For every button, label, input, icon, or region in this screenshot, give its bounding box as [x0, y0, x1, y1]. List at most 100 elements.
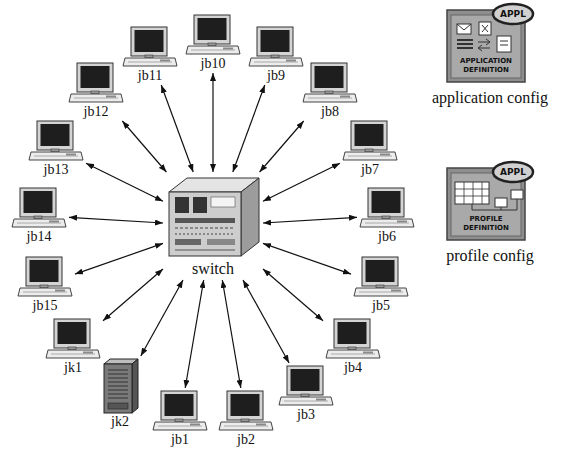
computer-node: jb8 — [302, 62, 358, 119]
computer-node: jb7 — [342, 120, 398, 177]
icon-wrap — [92, 358, 148, 414]
node-label: jb14 — [11, 229, 67, 244]
computer-icon — [122, 26, 178, 68]
icon-wrap — [342, 120, 398, 162]
config-node: APPL PROFILE DEFINITION profile config — [415, 160, 565, 265]
icon-wrap — [302, 62, 358, 104]
node-label: jb8 — [302, 104, 358, 119]
icon-wrap — [353, 256, 409, 298]
icon-wrap — [248, 26, 304, 68]
link-arrow — [263, 243, 351, 274]
computer-node: jb12 — [68, 62, 124, 119]
computer-node: jb5 — [353, 256, 409, 313]
node-label: jb3 — [278, 407, 334, 422]
icon-wrap — [218, 390, 274, 432]
computer-icon — [359, 187, 415, 229]
node-label: jk1 — [45, 360, 101, 375]
computer-icon — [302, 62, 358, 104]
node-label: jb2 — [218, 432, 274, 447]
computer-node: jb11 — [122, 26, 178, 83]
icon-caption: APPLICATION DEFINITION — [453, 57, 519, 75]
config-node: APPLAPPLICATION DEFINITIONapplication co… — [415, 2, 565, 107]
computer-node: jk1 — [45, 318, 101, 375]
icon-wrap — [45, 318, 101, 360]
node-label: jb1 — [152, 432, 208, 447]
node-label: jb5 — [353, 298, 409, 313]
computer-icon — [28, 120, 84, 162]
computer-icon — [248, 26, 304, 68]
link-arrow — [263, 163, 340, 201]
node-label: jb4 — [325, 360, 381, 375]
computer-node: jb15 — [17, 256, 73, 313]
link-arrow — [260, 121, 304, 172]
computer-node: jb6 — [359, 187, 415, 244]
icon-wrap — [11, 187, 67, 229]
node-label: jb15 — [17, 298, 73, 313]
badge-text: APPL — [493, 7, 533, 21]
node-label: profile config — [415, 246, 565, 265]
computer-icon — [342, 120, 398, 162]
switch-icon — [165, 174, 261, 260]
computer-node: jb9 — [248, 26, 304, 83]
node-label: jb13 — [28, 162, 84, 177]
computer-icon — [325, 318, 381, 360]
node-label: jk2 — [92, 414, 148, 429]
icon-wrap — [152, 390, 208, 432]
link-arrow — [233, 85, 265, 172]
computer-icon — [353, 256, 409, 298]
link-arrow — [75, 243, 163, 274]
link-arrow — [86, 163, 163, 201]
icon-wrap — [325, 318, 381, 360]
link-arrow — [103, 269, 163, 321]
config-icon-wrap: APPL APPLICATION DEFINITION — [445, 2, 535, 84]
computer-icon — [45, 318, 101, 360]
computer-node: jb4 — [325, 318, 381, 375]
computer-icon — [218, 390, 274, 432]
computer-node: jb3 — [278, 365, 334, 422]
computer-icon — [68, 62, 124, 104]
server-icon — [92, 358, 148, 414]
node-label: jb9 — [248, 68, 304, 83]
switch-icon-wrap — [165, 174, 261, 260]
link-arrow — [141, 280, 183, 356]
icon-wrap — [278, 365, 334, 407]
switch-node: switch — [165, 174, 261, 278]
link-arrow — [212, 73, 213, 172]
computer-node: jb10 — [185, 14, 241, 71]
node-label: jb10 — [185, 56, 241, 71]
computer-icon — [278, 365, 334, 407]
badge-text: APPL — [493, 165, 533, 179]
icon-wrap — [185, 14, 241, 56]
computer-node: jb13 — [28, 120, 84, 177]
node-label: jb6 — [359, 229, 415, 244]
server-node: jk2 — [92, 358, 148, 429]
node-label: switch — [165, 260, 261, 278]
icon-wrap — [17, 256, 73, 298]
computer-icon — [185, 14, 241, 56]
link-arrow — [69, 217, 163, 223]
computer-node: jb1 — [152, 390, 208, 447]
node-label: jb7 — [342, 162, 398, 177]
icon-wrap — [28, 120, 84, 162]
link-arrow — [263, 269, 323, 321]
computer-icon — [152, 390, 208, 432]
computer-node: jb2 — [218, 390, 274, 447]
computer-icon — [11, 187, 67, 229]
link-arrow — [222, 280, 241, 388]
link-arrow — [263, 217, 357, 223]
node-label: jb12 — [68, 104, 124, 119]
computer-icon — [17, 256, 73, 298]
computer-node: jb14 — [11, 187, 67, 244]
icon-wrap — [359, 187, 415, 229]
link-arrow — [161, 85, 193, 172]
icon-wrap — [68, 62, 124, 104]
icon-wrap — [122, 26, 178, 68]
link-arrow — [243, 280, 289, 363]
icon-caption: PROFILE DEFINITION — [453, 215, 519, 233]
link-arrow — [122, 121, 166, 172]
node-label: jb11 — [122, 68, 178, 83]
config-icon-wrap: APPL PROFILE DEFINITION — [445, 160, 535, 242]
link-arrow — [185, 280, 204, 388]
